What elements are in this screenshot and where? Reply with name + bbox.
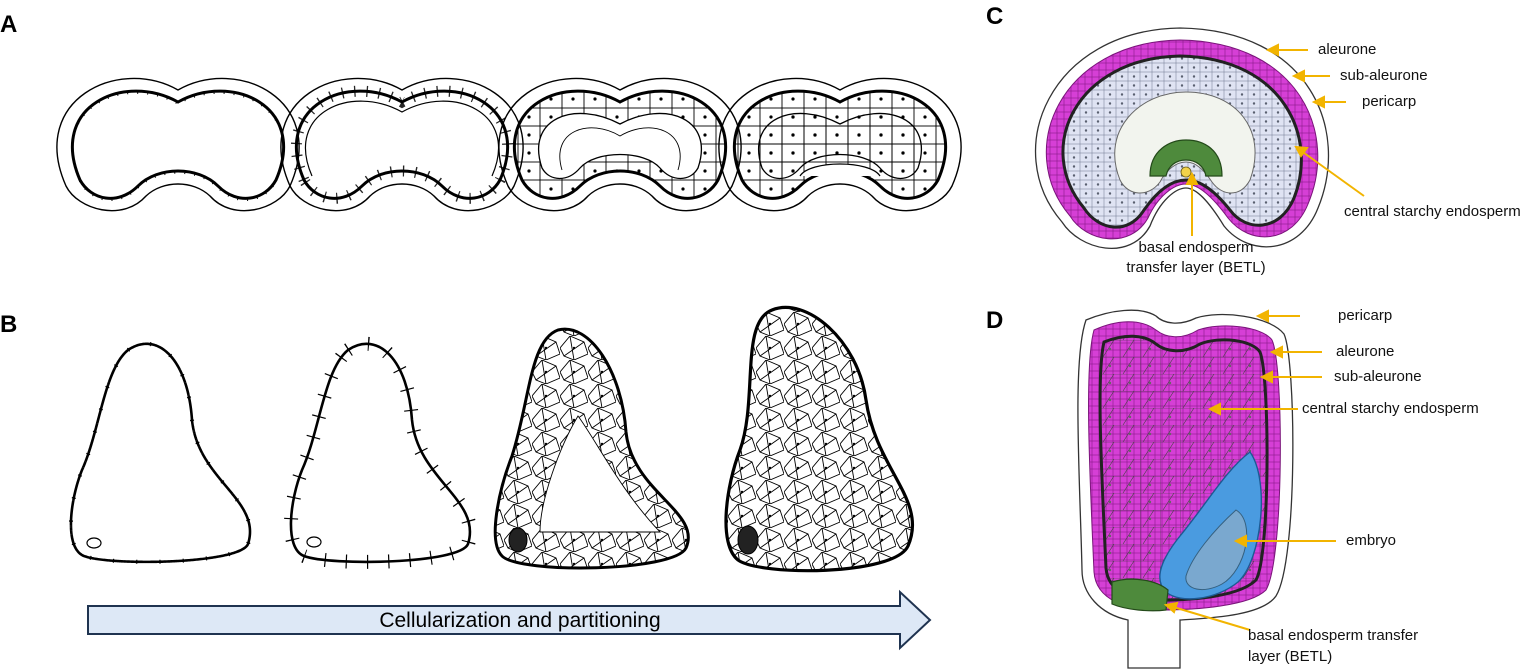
panel-a-stage-4	[718, 77, 962, 212]
panel-a-stage-2	[280, 77, 524, 212]
panel-c-label-betl-line2: transfer layer (BETL)	[1126, 259, 1265, 276]
panel-b-stage-4-embryo	[737, 525, 759, 555]
process-arrow-label: Cellularization and partitioning	[379, 609, 660, 632]
panel-c-label-central-starchy-endosperm: central starchy endosperm	[1344, 203, 1521, 220]
panel-b-stage-3-central	[539, 415, 662, 533]
panel-b-stage-1-nuclei	[68, 342, 252, 564]
panel-d-betl	[1111, 578, 1169, 612]
panel-c-label-betl-line1: basal endosperm	[1138, 239, 1253, 256]
panel-b-stage-1-embryo-sac	[86, 537, 102, 549]
process-arrow	[87, 589, 932, 651]
panel-a	[56, 77, 962, 212]
panel-d-label-betl-line2: layer (BETL)	[1248, 648, 1332, 665]
panel-d-label-sub-aleurone: sub-aleurone	[1334, 368, 1422, 385]
panel-a-stage-3	[498, 77, 742, 212]
panel-d-label-aleurone: aleurone	[1336, 343, 1394, 360]
panel-b-stage-4	[724, 305, 915, 573]
panel-d-label-pericarp: pericarp	[1338, 307, 1392, 324]
panel-b-stage-3-embryo	[508, 527, 528, 553]
panel-c-pedicel	[1180, 166, 1192, 178]
panel-letter-a: A	[0, 11, 17, 38]
panel-c-leaders	[1185, 43, 1365, 236]
panel-c-betl	[1149, 139, 1223, 177]
panel-d-label-betl-line1: basal endosperm transfer	[1248, 627, 1418, 644]
panel-d-leaders	[1163, 309, 1336, 631]
panel-c: aleurone sub-aleurone pericarp central s…	[1035, 27, 1521, 276]
panel-b-stage-1	[69, 342, 252, 564]
panel-c-label-sub-aleurone: sub-aleurone	[1340, 67, 1428, 84]
panel-c-label-aleurone: aleurone	[1318, 41, 1376, 58]
panel-d: pericarp aleurone sub-aleurone central s…	[1077, 307, 1479, 669]
panel-d-label-embryo: embryo	[1346, 532, 1396, 549]
panel-a-stage-1	[56, 77, 300, 212]
panel-b-stage-2-walls	[283, 337, 477, 569]
panel-letter-d: D	[986, 307, 1003, 334]
panel-c-label-pericarp: pericarp	[1362, 93, 1416, 110]
panel-letter-c: C	[986, 3, 1003, 30]
panel-letter-b: B	[0, 311, 17, 338]
panel-d-label-central-starchy-endosperm: central starchy endosperm	[1302, 400, 1479, 417]
panel-b: Cellularization and partitioning	[68, 305, 932, 651]
panel-b-stage-2-embryo-sac	[306, 536, 322, 548]
panel-b-stage-2	[289, 342, 472, 564]
